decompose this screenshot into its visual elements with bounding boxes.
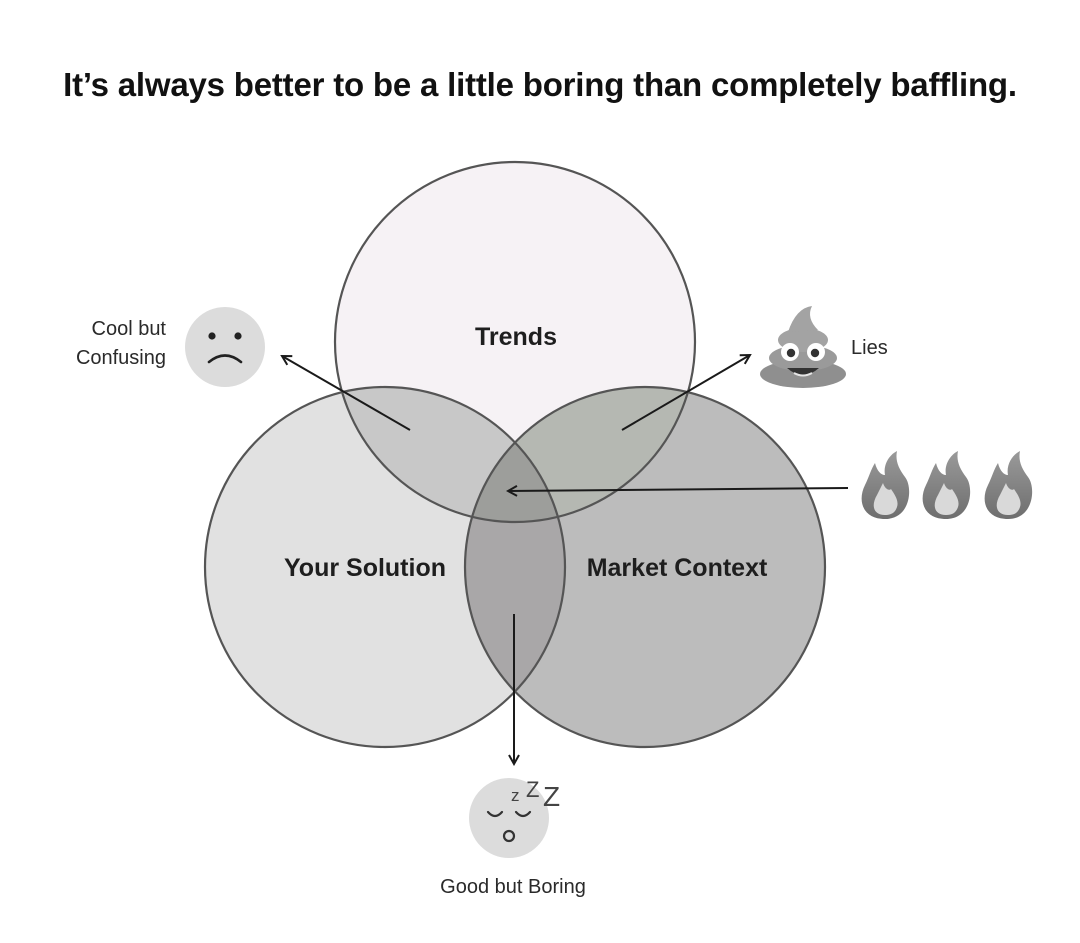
poop-icon — [760, 306, 846, 388]
sleep-letter-medium: Z — [526, 777, 539, 802]
outline-trends — [333, 160, 697, 524]
fire-icon — [922, 451, 971, 519]
outline-your-solution — [203, 385, 567, 749]
page-title: It’s always better to be a little boring… — [63, 66, 1017, 103]
sleeping-face-icon — [469, 778, 549, 858]
arrow-to-cool-but-confusing — [282, 356, 411, 431]
sleep-letter-small: z — [511, 786, 520, 805]
fire-icon — [984, 451, 1033, 519]
label-trends: Trends — [475, 323, 557, 351]
outline-market-context — [463, 385, 827, 749]
fire-icon — [861, 451, 910, 519]
label-good-but-boring: Good but Boring — [440, 876, 586, 898]
label-cool-but-confusing-line2: Confusing — [76, 347, 166, 369]
label-lies: Lies — [851, 337, 888, 359]
label-your-solution: Your Solution — [284, 554, 446, 582]
label-cool-but-confusing-line1: Cool but — [92, 318, 167, 340]
arrow-to-lies — [621, 355, 750, 431]
label-market-context: Market Context — [587, 554, 768, 582]
overlap-trends-solution — [335, 387, 565, 522]
sleep-letter-large: Z — [543, 781, 560, 812]
sad-face-icon — [185, 307, 265, 387]
overlap-trends-market — [465, 387, 695, 522]
arrow-from-fire — [508, 488, 849, 491]
